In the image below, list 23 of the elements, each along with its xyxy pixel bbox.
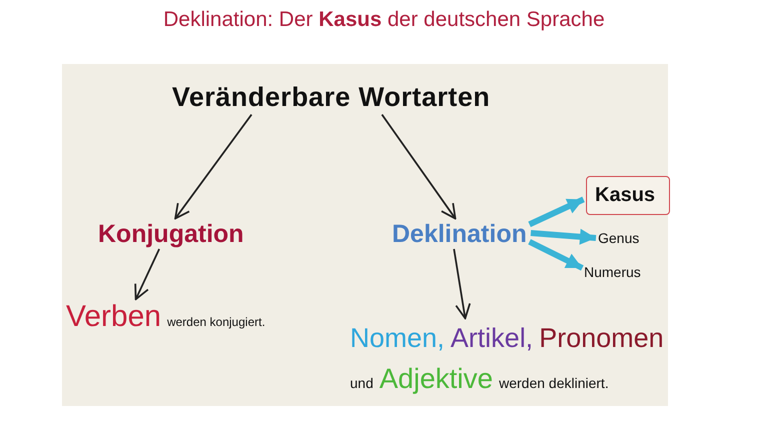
arrow [134,248,160,300]
title: Deklination: Der Kasus der deutschen Sprache [162,8,606,32]
highlight-box [586,176,670,215]
text-span: Pronomen [539,322,664,355]
arrow [174,114,252,220]
keyword-text: Verben [66,300,162,334]
category-label: Deklination [392,220,527,249]
arrow [381,114,456,220]
arrow [528,239,584,271]
keyword-text: Nomen, [350,322,445,355]
text-span: Artikel, [450,322,534,355]
heading-text: Veränderbare Wortarten [172,82,490,113]
feature-label: Numerus [584,264,641,280]
arrow [530,228,596,245]
feature-label: Genus [598,230,640,246]
category-label: Konjugation [98,220,244,249]
box-text: Kasus [595,184,656,207]
text-span: werden konjugiert. [167,315,266,329]
arrow [528,196,585,228]
text-span: und [350,374,374,393]
text-span: werden dekliniert. [498,374,609,393]
text-span: Adjektive [379,362,493,396]
arrow [453,248,471,320]
